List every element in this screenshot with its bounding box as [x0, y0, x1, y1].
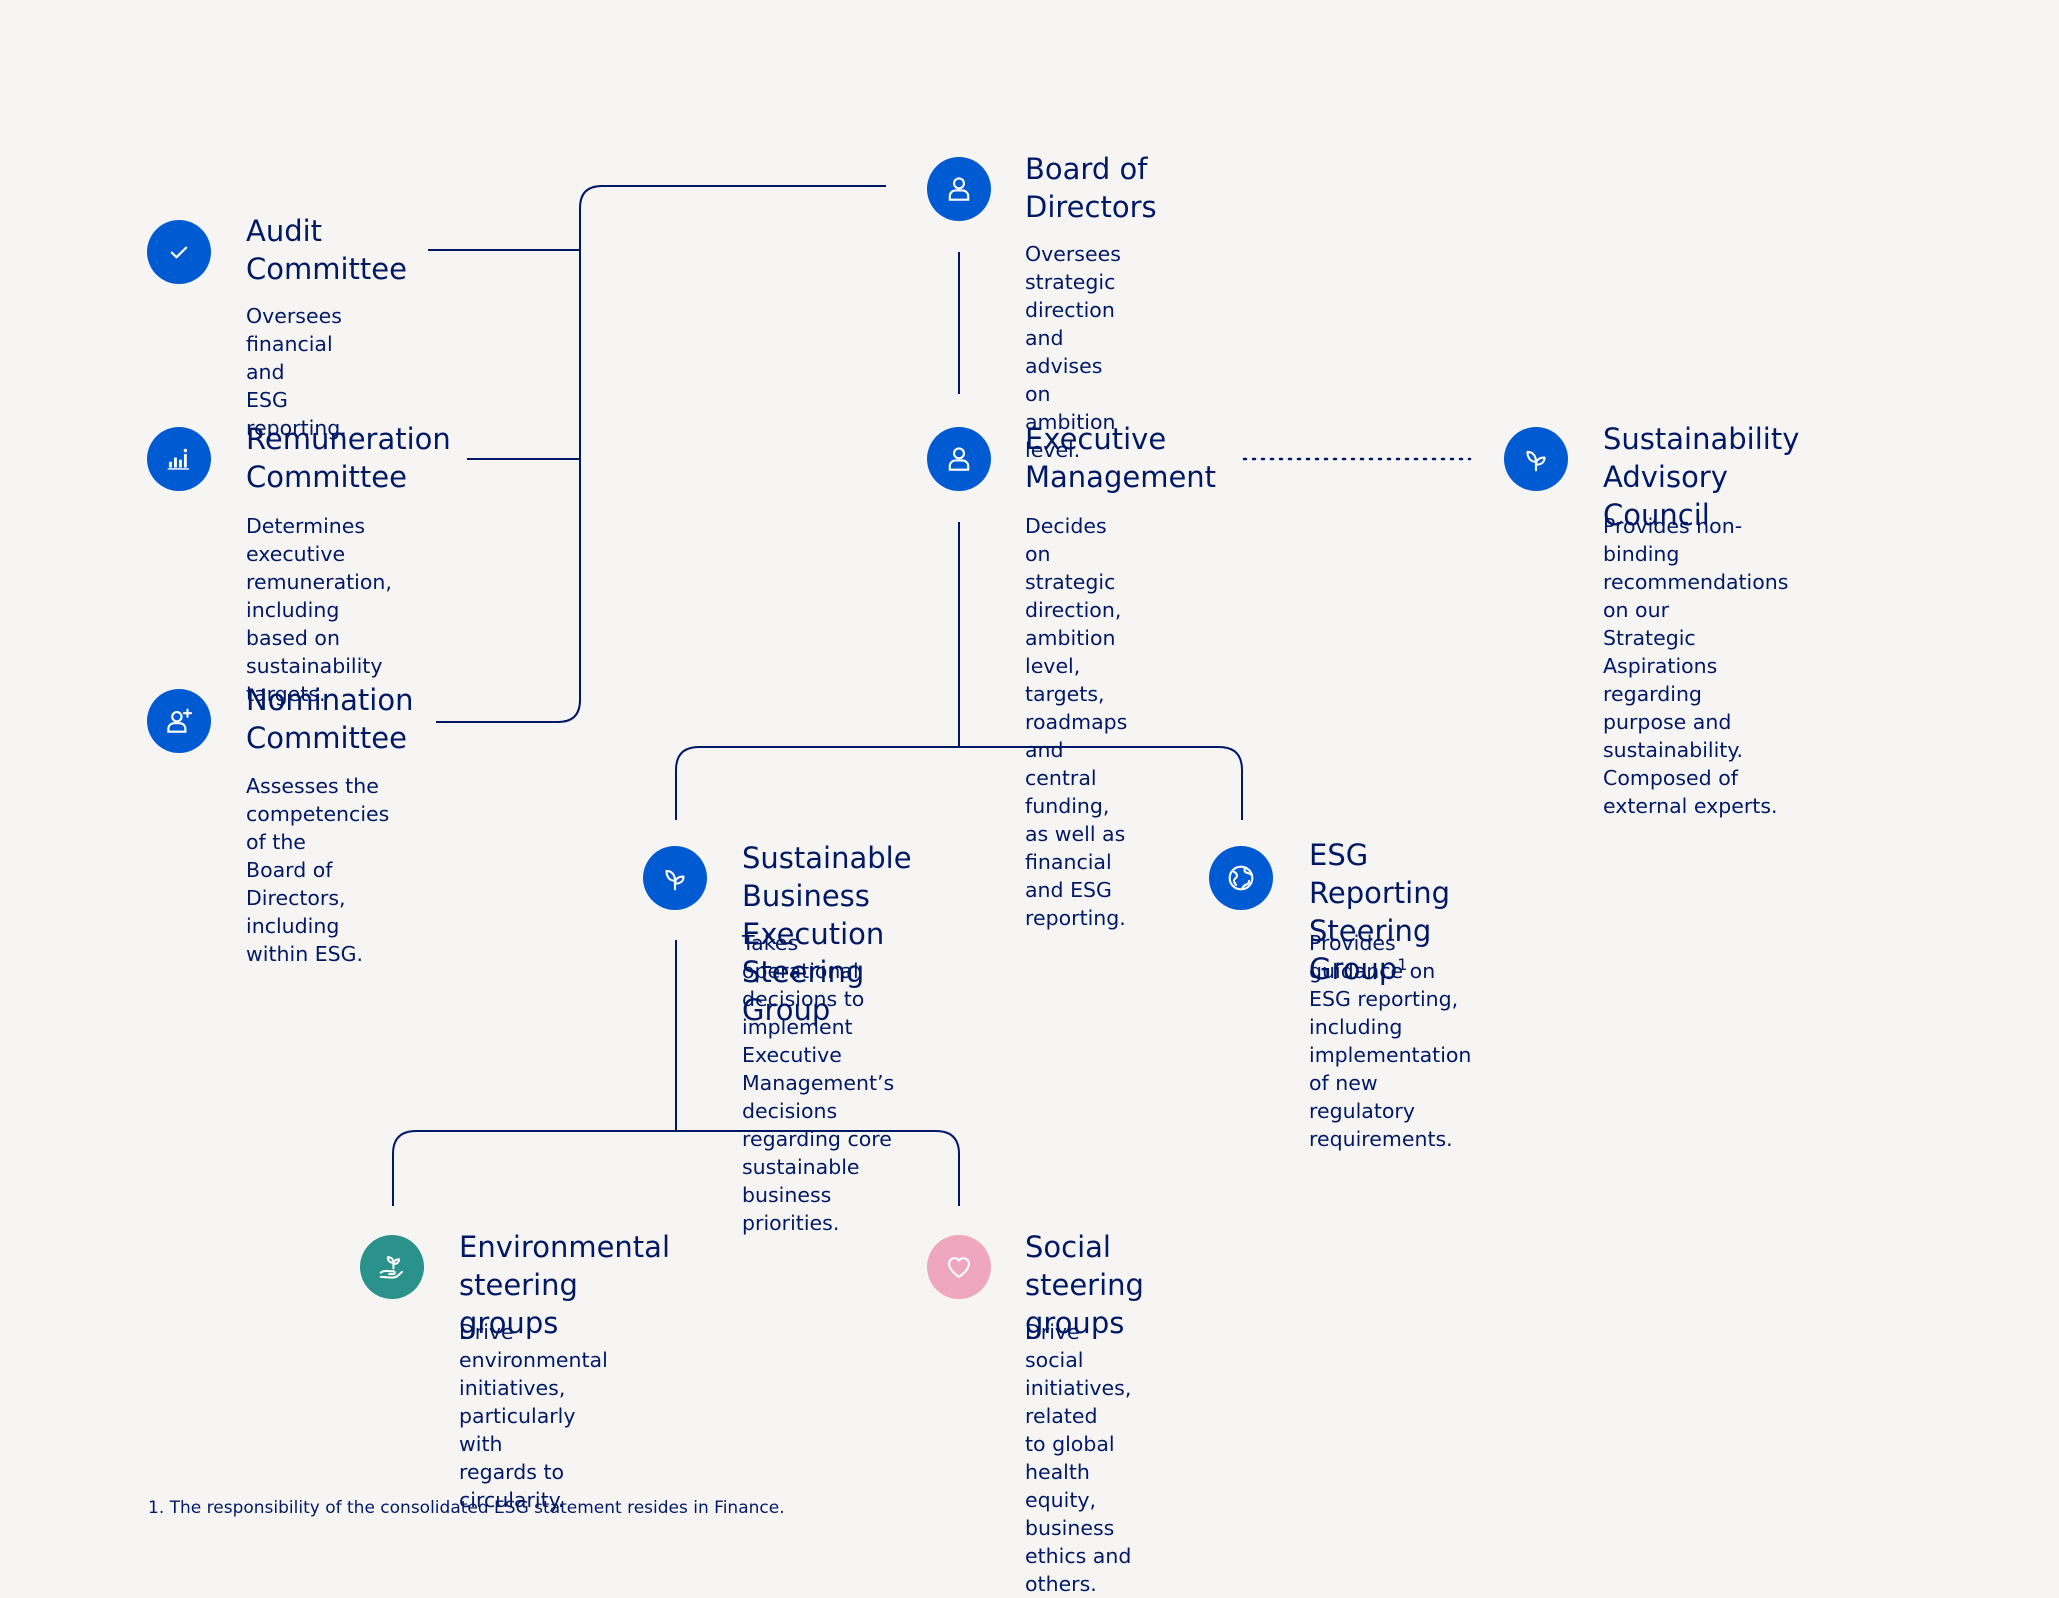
social-description: Drive social initiatives, related to glo… [1025, 1320, 1132, 1596]
esg-title-text: ESG Reporting Steering Group [1309, 838, 1450, 986]
advisory-description: Provides non-binding recommendations on … [1603, 514, 1789, 818]
audit-title: Audit Committee [246, 214, 407, 286]
board-to-committees-line [436, 185, 886, 723]
sbe-description: Takes operational decisions to implement… [742, 931, 895, 1235]
executive-description: Decides on strategic direction, ambition… [1025, 514, 1128, 930]
sbe-title: Sustainable Business Execution Steering … [742, 841, 912, 1027]
environmental-description: Drive environmental initiatives, particu… [459, 1320, 608, 1512]
executive-title: Executive Management [1025, 422, 1217, 494]
sbe-branch [392, 1130, 960, 1206]
plant-in-hand-icon [360, 1235, 424, 1299]
heart-icon [927, 1235, 991, 1299]
audit-description: Oversees financial and ESG reporting. [246, 304, 347, 440]
executive-branch [675, 746, 1243, 820]
person-icon [927, 157, 991, 221]
environmental-title: Environmental steering groups [459, 1230, 671, 1340]
remuneration-title: Remuneration Committee [246, 422, 451, 494]
leaf-icon [1504, 427, 1568, 491]
footnote: 1. The responsibility of the consolidate… [148, 1498, 785, 1518]
bar-chart-icon [147, 427, 211, 491]
nomination-description: Assesses the competencies of the Board o… [246, 774, 390, 966]
esg-description: Provides guidance on ESG reporting, incl… [1309, 931, 1472, 1151]
board-title: Board of Directors [1025, 152, 1157, 224]
connector-lines [392, 185, 1472, 1206]
board-description: Oversees strategic direction and advises… [1025, 242, 1121, 462]
advisory-title: Sustainability Advisory Council [1603, 422, 1800, 532]
person-add-icon [147, 689, 211, 753]
leaf-icon [643, 846, 707, 910]
esg-title: ESG Reporting Steering Group1 [1309, 836, 1450, 988]
social-title: Social steering groups [1025, 1230, 1144, 1340]
globe-icon [1209, 846, 1273, 910]
checkmark-icon [147, 220, 211, 284]
esg-footnote-marker: 1 [1397, 955, 1408, 974]
remuneration-description: Determines executive remuneration, inclu… [246, 514, 392, 706]
nomination-title: Nomination Committee [246, 683, 414, 755]
person-icon [927, 427, 991, 491]
